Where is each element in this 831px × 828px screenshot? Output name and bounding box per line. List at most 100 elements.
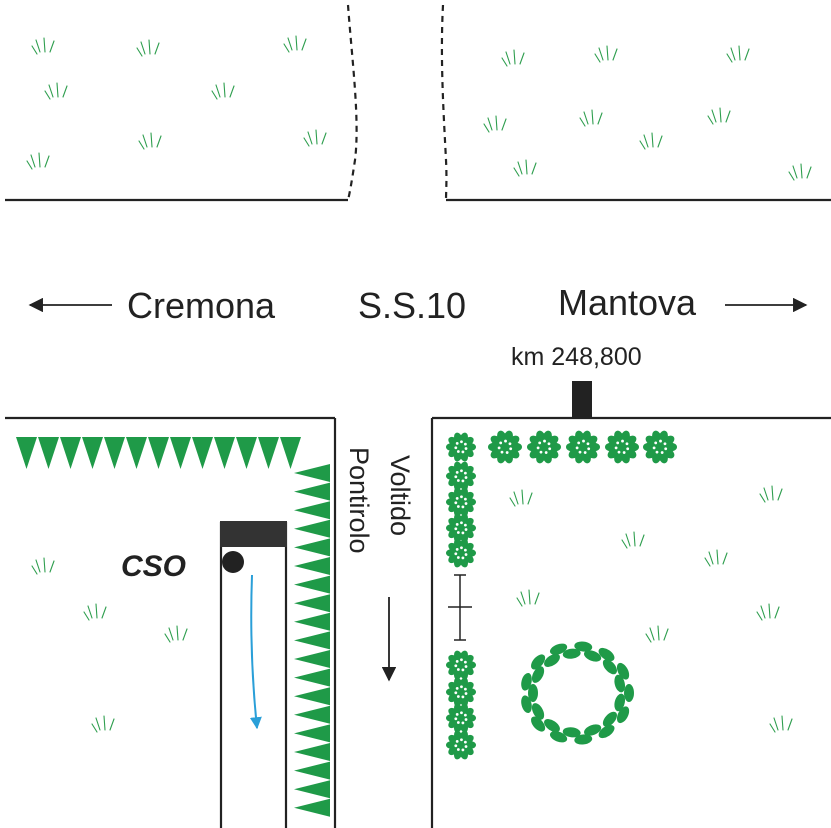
- shrub-icon: [446, 730, 476, 760]
- grass-tuft-icon: [639, 132, 663, 150]
- shrub-icon: [446, 703, 476, 733]
- grass-tuft-icon: [138, 132, 162, 150]
- grass-tufts: [26, 35, 812, 733]
- shrub-icon: [605, 430, 639, 464]
- hedge-triangle: [294, 557, 330, 575]
- drain-channel: [219, 521, 288, 828]
- grass-tuft-icon: [759, 485, 783, 503]
- leaf-icon: [562, 727, 581, 738]
- shrub-icon: [446, 538, 476, 568]
- hedge-row-top: [16, 437, 301, 469]
- hedge-triangle: [294, 687, 330, 706]
- grass-tuft-icon: [303, 129, 327, 147]
- hedge-triangle: [16, 437, 37, 469]
- label-mantova: Mantova: [558, 282, 697, 323]
- leaf-icon: [616, 706, 630, 724]
- leaf-icon: [584, 650, 602, 662]
- leaf-icon: [614, 674, 626, 693]
- hedge-triangle: [294, 594, 330, 613]
- grass-tuft-icon: [769, 715, 793, 733]
- leaf-icon: [549, 731, 568, 743]
- label-road-name: S.S.10: [358, 285, 466, 326]
- hedge-triangle: [294, 761, 330, 780]
- leaf-icon: [602, 659, 617, 675]
- grass-tuft-icon: [26, 152, 50, 170]
- leaf-icon: [598, 724, 615, 739]
- label-side-road-1: Voltido: [385, 455, 415, 536]
- hedge-triangle: [294, 612, 330, 631]
- grass-tuft-icon: [509, 489, 533, 507]
- grass-tuft-icon: [621, 531, 645, 549]
- grass-tuft-icon: [91, 715, 115, 733]
- leaf-icon: [544, 653, 560, 667]
- hedge-triangle: [294, 743, 330, 761]
- hedge-triangle: [104, 437, 125, 469]
- grass-tuft-icon: [594, 45, 618, 63]
- shrub-icon: [446, 487, 476, 517]
- tree-ring: [521, 641, 634, 745]
- grass-tuft-icon: [283, 35, 307, 53]
- grass-tuft-icon: [579, 109, 603, 127]
- hedge-triangle: [294, 798, 330, 817]
- hedge-triangle: [38, 437, 59, 469]
- hedge-triangle: [82, 437, 103, 469]
- outfall-point-icon: [222, 551, 244, 573]
- hedge-row-side: [294, 464, 330, 817]
- hedge-triangle: [126, 437, 147, 469]
- hedge-triangle: [294, 575, 330, 594]
- hedge-triangle: [60, 437, 81, 469]
- hedge-triangle: [294, 724, 330, 743]
- hedge-triangle: [294, 668, 330, 687]
- leaf-icon: [598, 647, 615, 662]
- hedge-triangle: [294, 780, 330, 799]
- shrub-rows: [446, 430, 677, 760]
- leaf-icon: [521, 672, 532, 691]
- grass-tuft-icon: [513, 159, 537, 177]
- hedge-triangle: [148, 437, 169, 469]
- shrub-icon: [446, 677, 476, 707]
- grass-tuft-icon: [501, 49, 525, 67]
- hedge-triangle: [294, 482, 330, 501]
- leaf-icon: [521, 695, 532, 714]
- label-cso: CSO: [121, 550, 186, 583]
- leaf-icon: [574, 641, 593, 652]
- grass-tuft-icon: [164, 625, 188, 643]
- grass-tuft-icon: [31, 557, 55, 575]
- label-cremona: Cremona: [127, 285, 276, 326]
- hedge-triangle: [280, 437, 301, 469]
- shrub-icon: [446, 650, 476, 680]
- grass-tuft-icon: [31, 37, 55, 55]
- hedge-triangle: [170, 437, 191, 469]
- hedge-triangle: [294, 705, 330, 724]
- distance-marker-icon: [448, 574, 472, 641]
- hedge-triangle: [192, 437, 213, 469]
- grass-tuft-icon: [707, 107, 731, 125]
- grass-tuft-icon: [704, 549, 728, 567]
- hedge-triangle: [236, 437, 257, 469]
- shrub-icon: [527, 430, 561, 464]
- label-km-marker: km 248,800: [511, 343, 642, 371]
- shrub-icon: [446, 513, 476, 543]
- shrub-icon: [566, 430, 600, 464]
- hedge-triangle: [294, 538, 330, 557]
- hedge-triangle: [294, 501, 330, 520]
- leaf-icon: [531, 654, 546, 670]
- grass-tuft-icon: [756, 603, 780, 621]
- grass-tuft-icon: [788, 163, 812, 181]
- shrub-icon: [446, 461, 476, 491]
- leaf-icon: [544, 719, 560, 733]
- shrub-icon: [487, 430, 522, 464]
- leaf-icon: [562, 648, 581, 659]
- hedge-triangle: [258, 437, 279, 469]
- leaf-icon: [531, 703, 545, 720]
- hedge-triangle: [294, 650, 330, 668]
- km-post: [572, 381, 592, 418]
- grass-tuft-icon: [483, 115, 507, 133]
- hedge-triangle: [294, 519, 330, 538]
- leaf-icon: [528, 684, 538, 702]
- leaf-icon: [614, 693, 626, 712]
- flow-arrow-icon: [249, 574, 262, 730]
- cso-structure: [220, 521, 287, 547]
- grass-tuft-icon: [726, 45, 750, 63]
- leaf-icon: [624, 684, 634, 702]
